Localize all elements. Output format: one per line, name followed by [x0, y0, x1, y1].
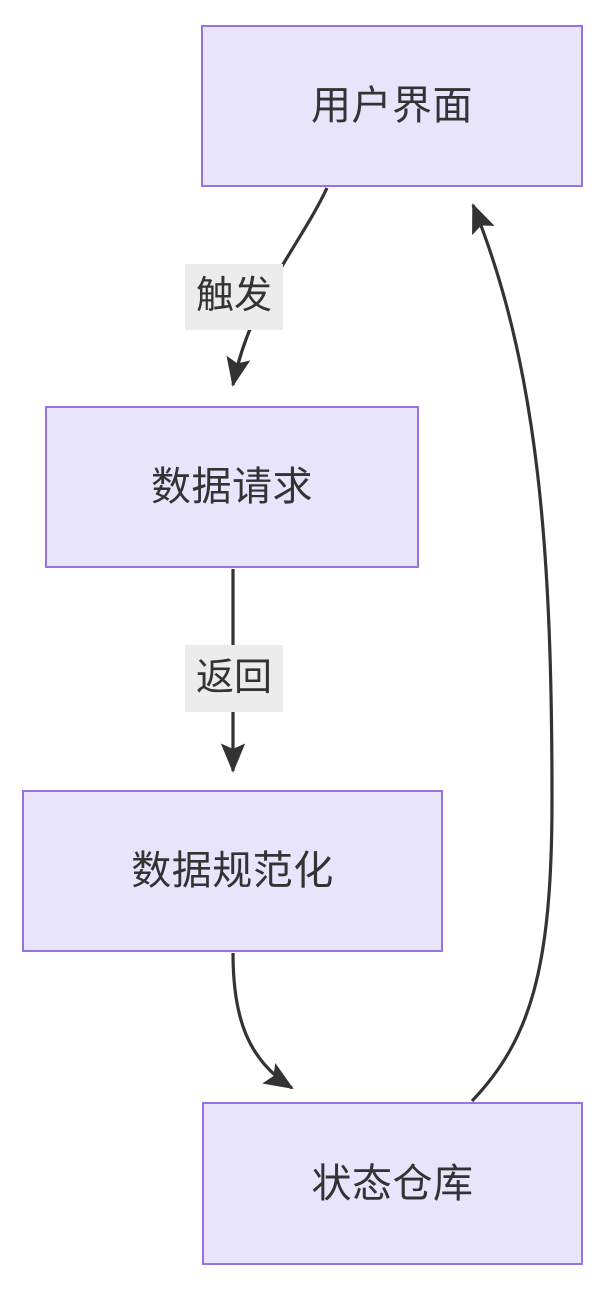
- node-state-store-label: 状态仓库: [311, 1161, 474, 1206]
- node-data-request[interactable]: 数据请求: [45, 406, 419, 568]
- edge-store-to-ui: [470, 203, 554, 1103]
- node-data-normalization[interactable]: 数据规范化: [22, 790, 443, 952]
- node-user-interface[interactable]: 用户界面: [201, 25, 583, 187]
- node-data-normalization-label: 数据规范化: [131, 849, 334, 893]
- edge-label-return: 返回: [185, 645, 283, 712]
- node-data-request-label: 数据请求: [151, 465, 313, 509]
- node-state-store[interactable]: 状态仓库: [202, 1102, 583, 1265]
- edge-label-trigger: 触发: [185, 264, 283, 330]
- node-user-interface-label: 用户界面: [311, 84, 473, 128]
- edge-normalize-to-store: [231, 952, 294, 1090]
